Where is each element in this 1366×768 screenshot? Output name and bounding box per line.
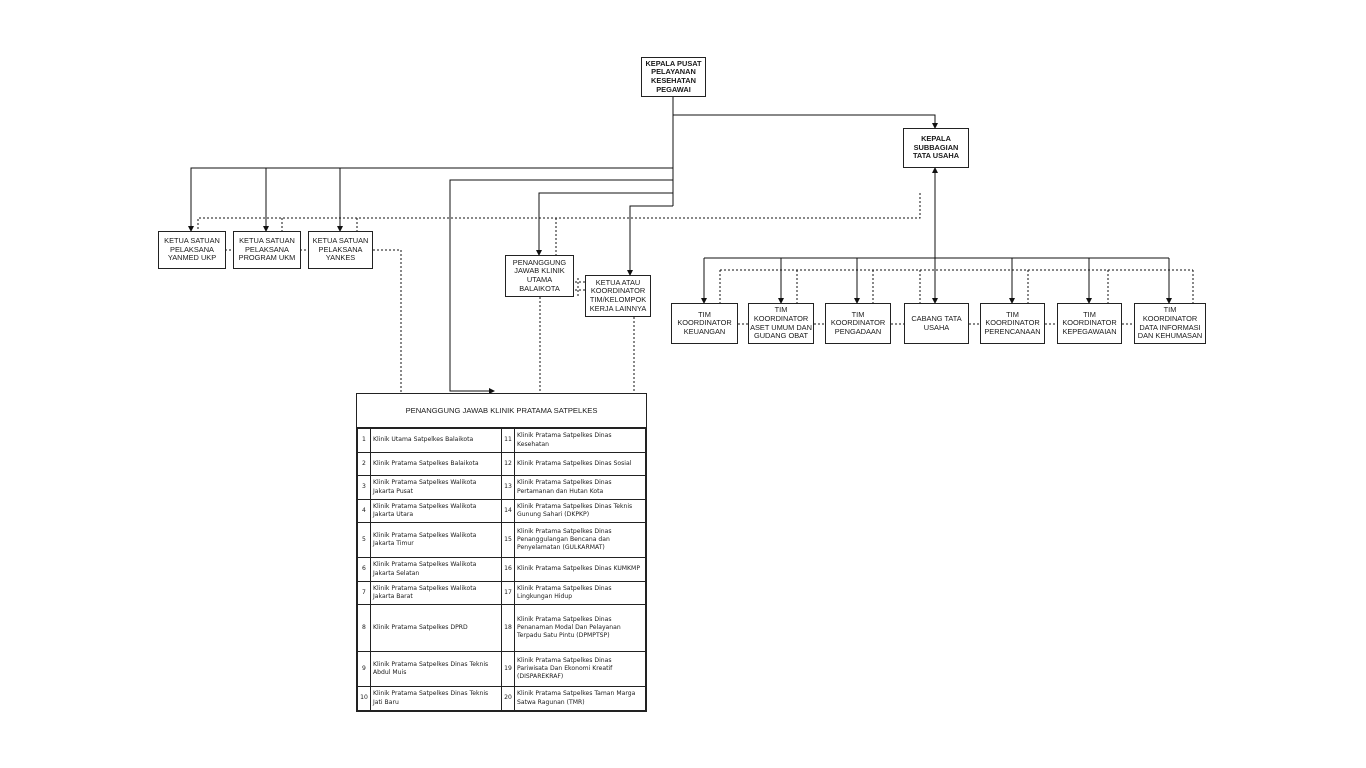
clinic-table-title: PENANGGUNG JAWAB KLINIK PRATAMA SATPELKE… (357, 394, 646, 428)
solid-connectors (188, 96, 1172, 394)
clinic-number: 20 (501, 686, 515, 711)
clinic-number: 9 (357, 651, 371, 687)
box-tim-aset: TIM KOORDINATOR ASET UMUM DAN GUDANG OBA… (748, 303, 814, 344)
clinic-number: 1 (357, 428, 371, 453)
clinic-number: 5 (357, 522, 371, 558)
clinic-name: Klinik Pratama Satpelkes Balaikota (370, 452, 502, 476)
box-pj-balaikota: PENANGGUNG JAWAB KLINIK UTAMA BALAIKOTA (505, 255, 574, 297)
clinic-number: 7 (357, 581, 371, 605)
clinic-number: 2 (357, 452, 371, 476)
clinic-number: 4 (357, 499, 371, 523)
clinic-name: Klinik Pratama Satpelkes Dinas Teknis Gu… (514, 499, 646, 523)
box-tim-kepegawaian: TIM KOORDINATOR KEPEGAWAIAN (1057, 303, 1122, 344)
clinic-number: 15 (501, 522, 515, 558)
clinic-name: Klinik Pratama Satpelkes Dinas Kesehatan (514, 428, 646, 453)
clinic-name: Klinik Pratama Satpelkes Walikota Jakart… (370, 557, 502, 582)
clinic-number: 11 (501, 428, 515, 453)
box-kepala-pusat: KEPALA PUSAT PELAYANAN KESEHATAN PEGAWAI (641, 57, 706, 97)
box-ketua-yanmed: KETUA SATUAN PELAKSANA YANMED UKP (158, 231, 226, 269)
clinic-name: Klinik Pratama Satpelkes Dinas Pertamana… (514, 475, 646, 500)
clinic-number: 19 (501, 651, 515, 687)
box-ketua-yankes: KETUA SATUAN PELAKSANA YANKES (308, 231, 373, 269)
clinic-number: 13 (501, 475, 515, 500)
box-koordinator-lainnya: KETUA ATAU KOORDINATOR TIM/KELOMPOK KERJ… (585, 275, 651, 317)
clinic-number: 3 (357, 475, 371, 500)
clinic-name: Klinik Pratama Satpelkes Dinas Lingkunga… (514, 581, 646, 605)
clinic-name: Klinik Pratama Satpelkes DPRD (370, 604, 502, 652)
dotted-connectors (197, 193, 1194, 393)
box-tim-perencanaan: TIM KOORDINATOR PERENCANAAN (980, 303, 1045, 344)
clinic-number: 12 (501, 452, 515, 476)
clinic-name: Klinik Pratama Satpelkes Dinas Pariwisat… (514, 651, 646, 687)
clinic-name: Klinik Pratama Satpelkes Dinas KUMKMP (514, 557, 646, 582)
clinic-name: Klinik Pratama Satpelkes Dinas Penanggul… (514, 522, 646, 558)
box-cabang-tata-usaha: CABANG TATA USAHA (904, 303, 969, 344)
clinic-name: Klinik Pratama Satpelkes Taman Marga Sat… (514, 686, 646, 711)
clinic-table: PENANGGUNG JAWAB KLINIK PRATAMA SATPELKE… (356, 393, 647, 712)
clinic-number: 14 (501, 499, 515, 523)
clinic-name: Klinik Utama Satpelkes Balaikota (370, 428, 502, 453)
clinic-number: 8 (357, 604, 371, 652)
clinic-name: Klinik Pratama Satpelkes Walikota Jakart… (370, 499, 502, 523)
clinic-name: Klinik Pratama Satpelkes Walikota Jakart… (370, 581, 502, 605)
clinic-number: 10 (357, 686, 371, 711)
clinic-number: 18 (501, 604, 515, 652)
box-tim-data-informasi: TIM KOORDINATOR DATA INFORMASI DAN KEHUM… (1134, 303, 1206, 344)
clinic-number: 16 (501, 557, 515, 582)
box-tim-keuangan: TIM KOORDINATOR KEUANGAN (671, 303, 738, 344)
box-kepala-subbagian: KEPALA SUBBAGIAN TATA USAHA (903, 128, 969, 168)
clinic-number: 6 (357, 557, 371, 582)
clinic-name: Klinik Pratama Satpelkes Dinas Teknis Ja… (370, 686, 502, 711)
clinic-name: Klinik Pratama Satpelkes Walikota Jakart… (370, 475, 502, 500)
clinic-name: Klinik Pratama Satpelkes Dinas Sosial (514, 452, 646, 476)
clinic-number: 17 (501, 581, 515, 605)
clinic-name: Klinik Pratama Satpelkes Walikota Jakart… (370, 522, 502, 558)
clinic-name: Klinik Pratama Satpelkes Dinas Penanaman… (514, 604, 646, 652)
clinic-name: Klinik Pratama Satpelkes Dinas Teknis Ab… (370, 651, 502, 687)
box-ketua-ukm: KETUA SATUAN PELAKSANA PROGRAM UKM (233, 231, 301, 269)
box-tim-pengadaan: TIM KOORDINATOR PENGADAAN (825, 303, 891, 344)
